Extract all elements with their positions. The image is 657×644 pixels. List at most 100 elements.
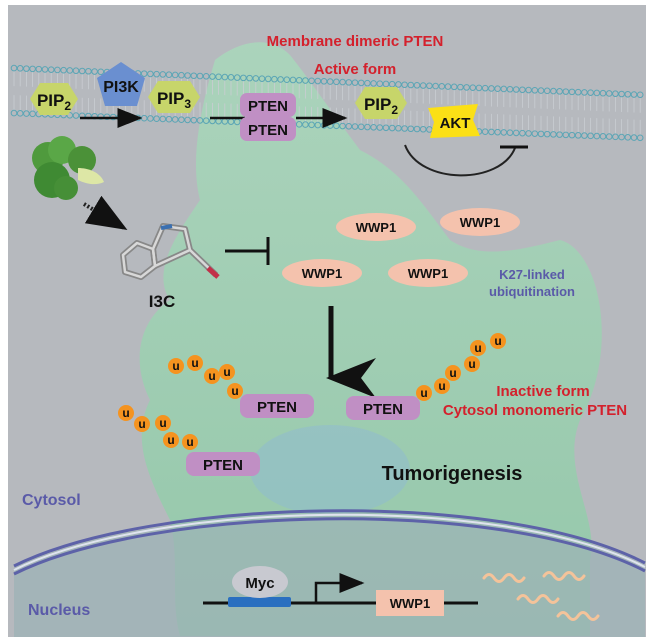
lipid-head — [364, 123, 371, 131]
lipid-head — [618, 133, 625, 141]
lipid-head — [320, 78, 328, 85]
ubiquitin-label: u — [167, 433, 174, 447]
pip2-left: PIP2 — [30, 83, 78, 115]
lipid-head — [159, 71, 167, 78]
pi3k-kinase: PI3K — [97, 62, 145, 106]
lipid-head — [550, 87, 557, 95]
lipid-head — [494, 128, 501, 136]
lipid-head — [351, 123, 359, 130]
lipid-head — [593, 89, 601, 97]
svg-text:PTEN: PTEN — [257, 399, 297, 416]
lipid-head — [438, 83, 446, 90]
nuclear-envelope-outer — [13, 509, 646, 568]
lipid-head — [574, 132, 582, 139]
ubiquitin — [182, 434, 198, 450]
lipid-head — [23, 110, 30, 117]
transcription-start-arrow — [314, 573, 365, 603]
lipid-head — [10, 109, 18, 117]
lipid-head — [184, 72, 191, 79]
mrna — [556, 611, 600, 621]
lipid-head — [308, 77, 315, 85]
svg-text:PTEN: PTEN — [248, 98, 288, 115]
lipid-head — [308, 121, 315, 129]
ubiquitin — [204, 368, 220, 384]
svg-text:WWP1: WWP1 — [302, 266, 342, 281]
ubiquitin — [155, 415, 171, 431]
lipid-head — [258, 75, 266, 82]
lipid-head — [444, 83, 452, 90]
ubiquitin-label: u — [159, 416, 166, 430]
lipid-head — [16, 110, 24, 117]
lipid-head — [512, 129, 520, 137]
lipid-head — [295, 121, 303, 128]
lipid-head — [29, 65, 36, 73]
ubiquitin — [163, 432, 179, 448]
lipid-head — [376, 124, 384, 131]
i3c-molecule — [120, 223, 220, 280]
lipid-head — [419, 82, 427, 89]
lipid-head — [630, 134, 638, 141]
svg-text:WWP1: WWP1 — [390, 596, 430, 611]
lipid-head — [543, 130, 551, 138]
pip2-right: PIP2 — [355, 87, 407, 119]
lipid-head — [171, 116, 179, 123]
lipid-head — [568, 131, 576, 139]
cell-body — [139, 42, 602, 637]
lipid-head — [351, 79, 359, 86]
lipid-head — [550, 131, 557, 138]
lipid-head — [450, 83, 458, 91]
lipid-head — [481, 84, 489, 92]
lipid-head — [184, 116, 191, 124]
lipid-head — [475, 84, 483, 92]
lipid-head — [233, 74, 241, 81]
lipid-head — [240, 74, 247, 82]
lipid-head — [512, 86, 520, 93]
lipid-head — [636, 134, 644, 142]
lipid-head — [147, 115, 154, 122]
myc-binding-site — [228, 597, 291, 607]
lipid-head — [190, 72, 198, 80]
lipid-head — [562, 88, 570, 95]
svg-text:WWP1: WWP1 — [356, 220, 396, 235]
lipid-head — [314, 121, 322, 129]
lipid-head — [624, 134, 632, 141]
inactive-form-label: Inactive form — [496, 383, 589, 400]
lipid-head — [78, 67, 86, 75]
ubiquitin-label: u — [172, 359, 179, 373]
ubiquitin — [168, 358, 184, 374]
ubiquitin-label: u — [420, 386, 427, 400]
svg-text:PIP2: PIP2 — [364, 95, 398, 117]
ubiquitination-label-line1: K27-linked — [499, 267, 565, 282]
lipid-head — [345, 79, 353, 86]
lipid-head — [500, 85, 508, 93]
lipid-head — [364, 79, 371, 87]
lipid-head — [562, 131, 570, 139]
nuclear-envelope-inner — [13, 517, 646, 576]
lipid-head — [432, 82, 439, 90]
lipid-head — [153, 70, 160, 78]
broccoli-icon — [32, 136, 104, 200]
svg-text:PTEN: PTEN — [248, 122, 288, 139]
lipid-head — [271, 75, 278, 83]
lipid-head — [159, 115, 167, 123]
lipid-head — [370, 80, 377, 87]
ubiquitin — [416, 385, 432, 401]
lipid-head — [426, 82, 433, 90]
lipid-head — [202, 72, 210, 80]
ubiquitin — [118, 405, 134, 421]
mrna — [542, 571, 586, 581]
lipid-head — [54, 66, 61, 74]
lipid-head — [413, 125, 421, 133]
ubiquitin-label: u — [122, 406, 129, 420]
lipid-head — [488, 85, 495, 92]
lipid-head — [618, 90, 625, 98]
ubiquitination-label-line2: ubiquitination — [489, 284, 575, 299]
lipid-head — [357, 123, 365, 131]
lipid-head — [221, 73, 229, 81]
lipid-head — [382, 124, 390, 132]
lipid-head — [246, 74, 253, 82]
lipid-head — [277, 76, 284, 83]
